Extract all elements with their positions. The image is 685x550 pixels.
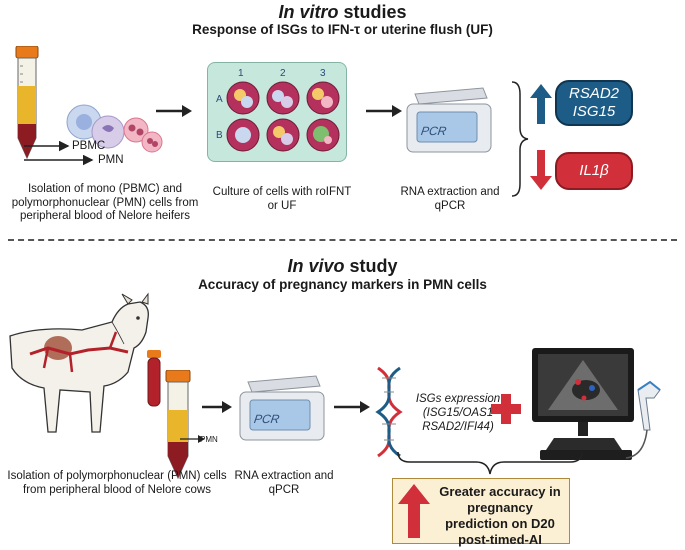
blood-tube-icon — [15, 46, 39, 160]
well-a3 — [306, 81, 340, 115]
pbmc-label: PBMC — [72, 140, 106, 152]
well-b1 — [226, 118, 260, 152]
downregulated-genes: IL1β — [555, 152, 633, 190]
result-brace — [397, 451, 583, 475]
pcr-machine-icon — [239, 375, 325, 441]
in-vivo-title: In vivo study — [287, 256, 398, 276]
rna-caption: RNA extraction and qPCR — [400, 186, 500, 212]
gene-isg15: ISG15 — [572, 103, 616, 120]
brace-icon — [511, 81, 529, 197]
in-vivo-subtitle: Accuracy of pregnancy markers in PMN cel… — [198, 277, 487, 292]
pcr-machine-icon — [406, 87, 492, 153]
plate-row-b: B — [216, 130, 223, 141]
flow-arrow — [156, 105, 192, 117]
pmn-label: PMN — [98, 154, 124, 166]
ultrasound-machine-icon — [532, 348, 661, 460]
separation-arrows — [24, 140, 94, 166]
upregulated-genes: RSAD2 ISG15 — [555, 80, 633, 126]
plate-col-3: 3 — [320, 68, 326, 79]
gene-rsad2: RSAD2 — [568, 85, 620, 102]
dna-icon — [375, 366, 403, 458]
culture-caption: Culture of cells with roIFNT or UF — [212, 186, 352, 212]
section-divider — [8, 239, 677, 241]
isolation-caption: Isolation of mono (PBMC) and polymorphon… — [11, 183, 199, 222]
result-box — [392, 478, 570, 544]
up-arrow-icon — [398, 484, 430, 538]
gene-il1b: IL1β — [579, 162, 609, 179]
in-vivo-rna-caption: RNA extraction and qPCR — [234, 470, 334, 496]
well-a2 — [266, 81, 300, 115]
well-a1 — [226, 81, 260, 115]
pcr-label: PCR — [420, 124, 448, 138]
blood-sample-tube-icon — [147, 350, 161, 407]
pmn-tube-label: PMN — [200, 435, 218, 444]
in-vitro-title: In vitro studies — [278, 2, 407, 22]
isgs-expression-label: ISGs expression (ISG15/OAS1 RSAD2/IFI44) — [415, 393, 501, 433]
flow-arrow — [366, 105, 402, 117]
pcr-label: PCR — [253, 412, 281, 426]
down-arrow-icon — [530, 150, 552, 190]
plate-col-1: 1 — [238, 68, 244, 79]
in-vivo-isolation-caption: Isolation of polymorphonuclear (PMN) cel… — [7, 470, 227, 496]
plate-col-2: 2 — [280, 68, 286, 79]
pmn-tube-icon — [165, 370, 191, 480]
well-b2 — [266, 118, 300, 152]
flow-arrow — [334, 401, 370, 413]
result-text: Greater accuracy in pregnancy prediction… — [439, 484, 561, 547]
in-vitro-subtitle: Response of ISGs to IFN-τ or uterine flu… — [192, 22, 493, 37]
plate-wells — [226, 81, 340, 152]
cow-icon — [9, 292, 149, 433]
flow-arrow — [202, 401, 232, 413]
well-b3 — [306, 118, 340, 152]
up-arrow-icon — [530, 84, 552, 124]
pmn-pointer-arrow — [180, 435, 205, 443]
blood-cells-icon — [66, 104, 163, 153]
plate-row-a: A — [216, 94, 223, 105]
plus-icon — [491, 394, 521, 424]
